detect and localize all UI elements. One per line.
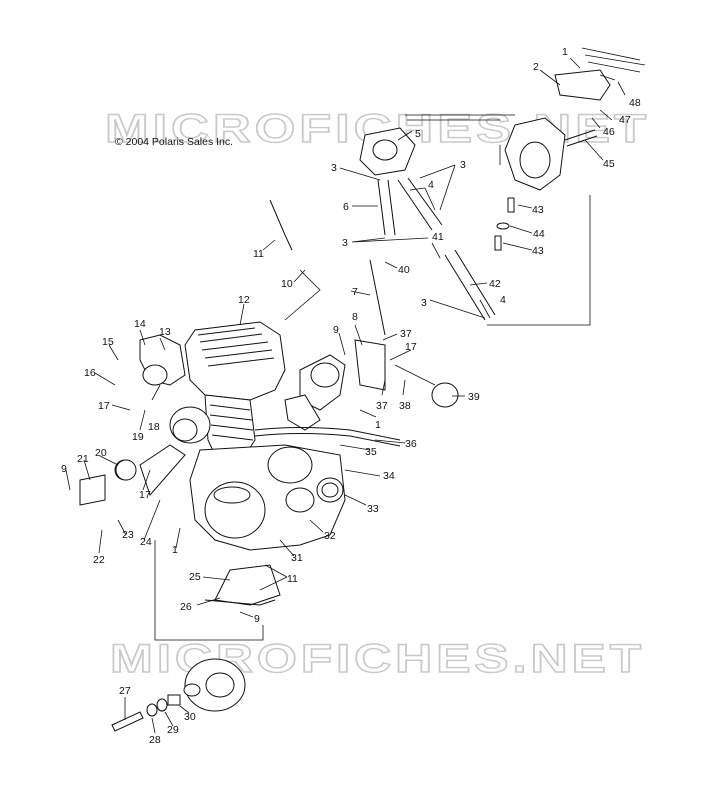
callout-43a: 43 [532, 204, 544, 216]
callout-7: 7 [352, 286, 358, 298]
callout-43b: 43 [532, 245, 544, 257]
callout-31: 31 [291, 552, 303, 564]
callout-26: 26 [180, 601, 192, 613]
callout-17b: 17 [98, 400, 110, 412]
callout-17a: 17 [405, 341, 417, 353]
callout-41: 41 [432, 231, 444, 243]
callout-45: 45 [603, 158, 615, 170]
callout-35: 35 [365, 446, 377, 458]
callout-19: 19 [132, 431, 144, 443]
callout-14: 14 [134, 318, 146, 330]
callout-16: 16 [84, 367, 96, 379]
copyright-text: © 2004 Polaris Sales Inc. [115, 136, 233, 148]
callout-22: 22 [93, 554, 105, 566]
callout-38: 38 [399, 400, 411, 412]
callout-29: 29 [167, 724, 179, 736]
callout-3b: 3 [460, 159, 466, 171]
callout-11b: 11 [287, 573, 298, 585]
callout-24: 24 [140, 536, 152, 548]
routing-lines [154, 47, 646, 641]
callout-42: 42 [489, 278, 501, 290]
callout-37a: 37 [400, 328, 412, 340]
callout-5: 5 [415, 128, 421, 140]
callouts: 1 2 47 48 46 5 45 3 3 4 6 43 44 43 3 41 … [61, 46, 641, 746]
callout-32: 32 [324, 530, 336, 542]
callout-23: 23 [122, 529, 134, 541]
callout-36: 36 [405, 438, 417, 450]
callout-28: 28 [149, 734, 161, 746]
callout-3a: 3 [331, 162, 337, 174]
callout-39: 39 [468, 391, 480, 403]
callout-4a: 4 [428, 179, 434, 191]
callout-11a: 11 [253, 248, 264, 260]
callout-9a: 9 [333, 324, 339, 336]
callout-21: 21 [77, 453, 89, 465]
callout-17c: 17 [139, 489, 151, 501]
callout-30: 30 [184, 711, 196, 723]
callout-48: 48 [629, 97, 641, 109]
fuel-system-parts [269, 69, 611, 336]
callout-10: 10 [281, 278, 293, 290]
callout-20: 20 [95, 447, 107, 459]
callout-15: 15 [102, 336, 114, 348]
engine-assembly [79, 321, 459, 732]
callout-6: 6 [343, 201, 349, 213]
callout-34: 34 [383, 470, 395, 482]
callout-4b: 4 [500, 294, 506, 306]
callout-1c: 1 [172, 544, 178, 556]
callout-9c: 9 [254, 613, 260, 625]
callout-44: 44 [533, 228, 545, 240]
callout-3c: 3 [342, 237, 348, 249]
callout-3d: 3 [421, 297, 427, 309]
callout-37b: 37 [376, 400, 388, 412]
callout-1b: 1 [375, 419, 381, 431]
callout-9b: 9 [61, 463, 67, 475]
callout-25: 25 [189, 571, 201, 583]
callout-33: 33 [367, 503, 379, 515]
callout-27: 27 [119, 685, 131, 697]
callout-46: 46 [603, 126, 615, 138]
callout-12: 12 [238, 294, 250, 306]
callout-40: 40 [398, 264, 410, 276]
callout-18: 18 [148, 421, 160, 433]
callout-13: 13 [159, 326, 171, 338]
callout-2: 2 [533, 61, 539, 73]
callout-8: 8 [352, 311, 358, 323]
callout-47: 47 [619, 114, 631, 126]
callout-1a: 1 [562, 46, 568, 58]
